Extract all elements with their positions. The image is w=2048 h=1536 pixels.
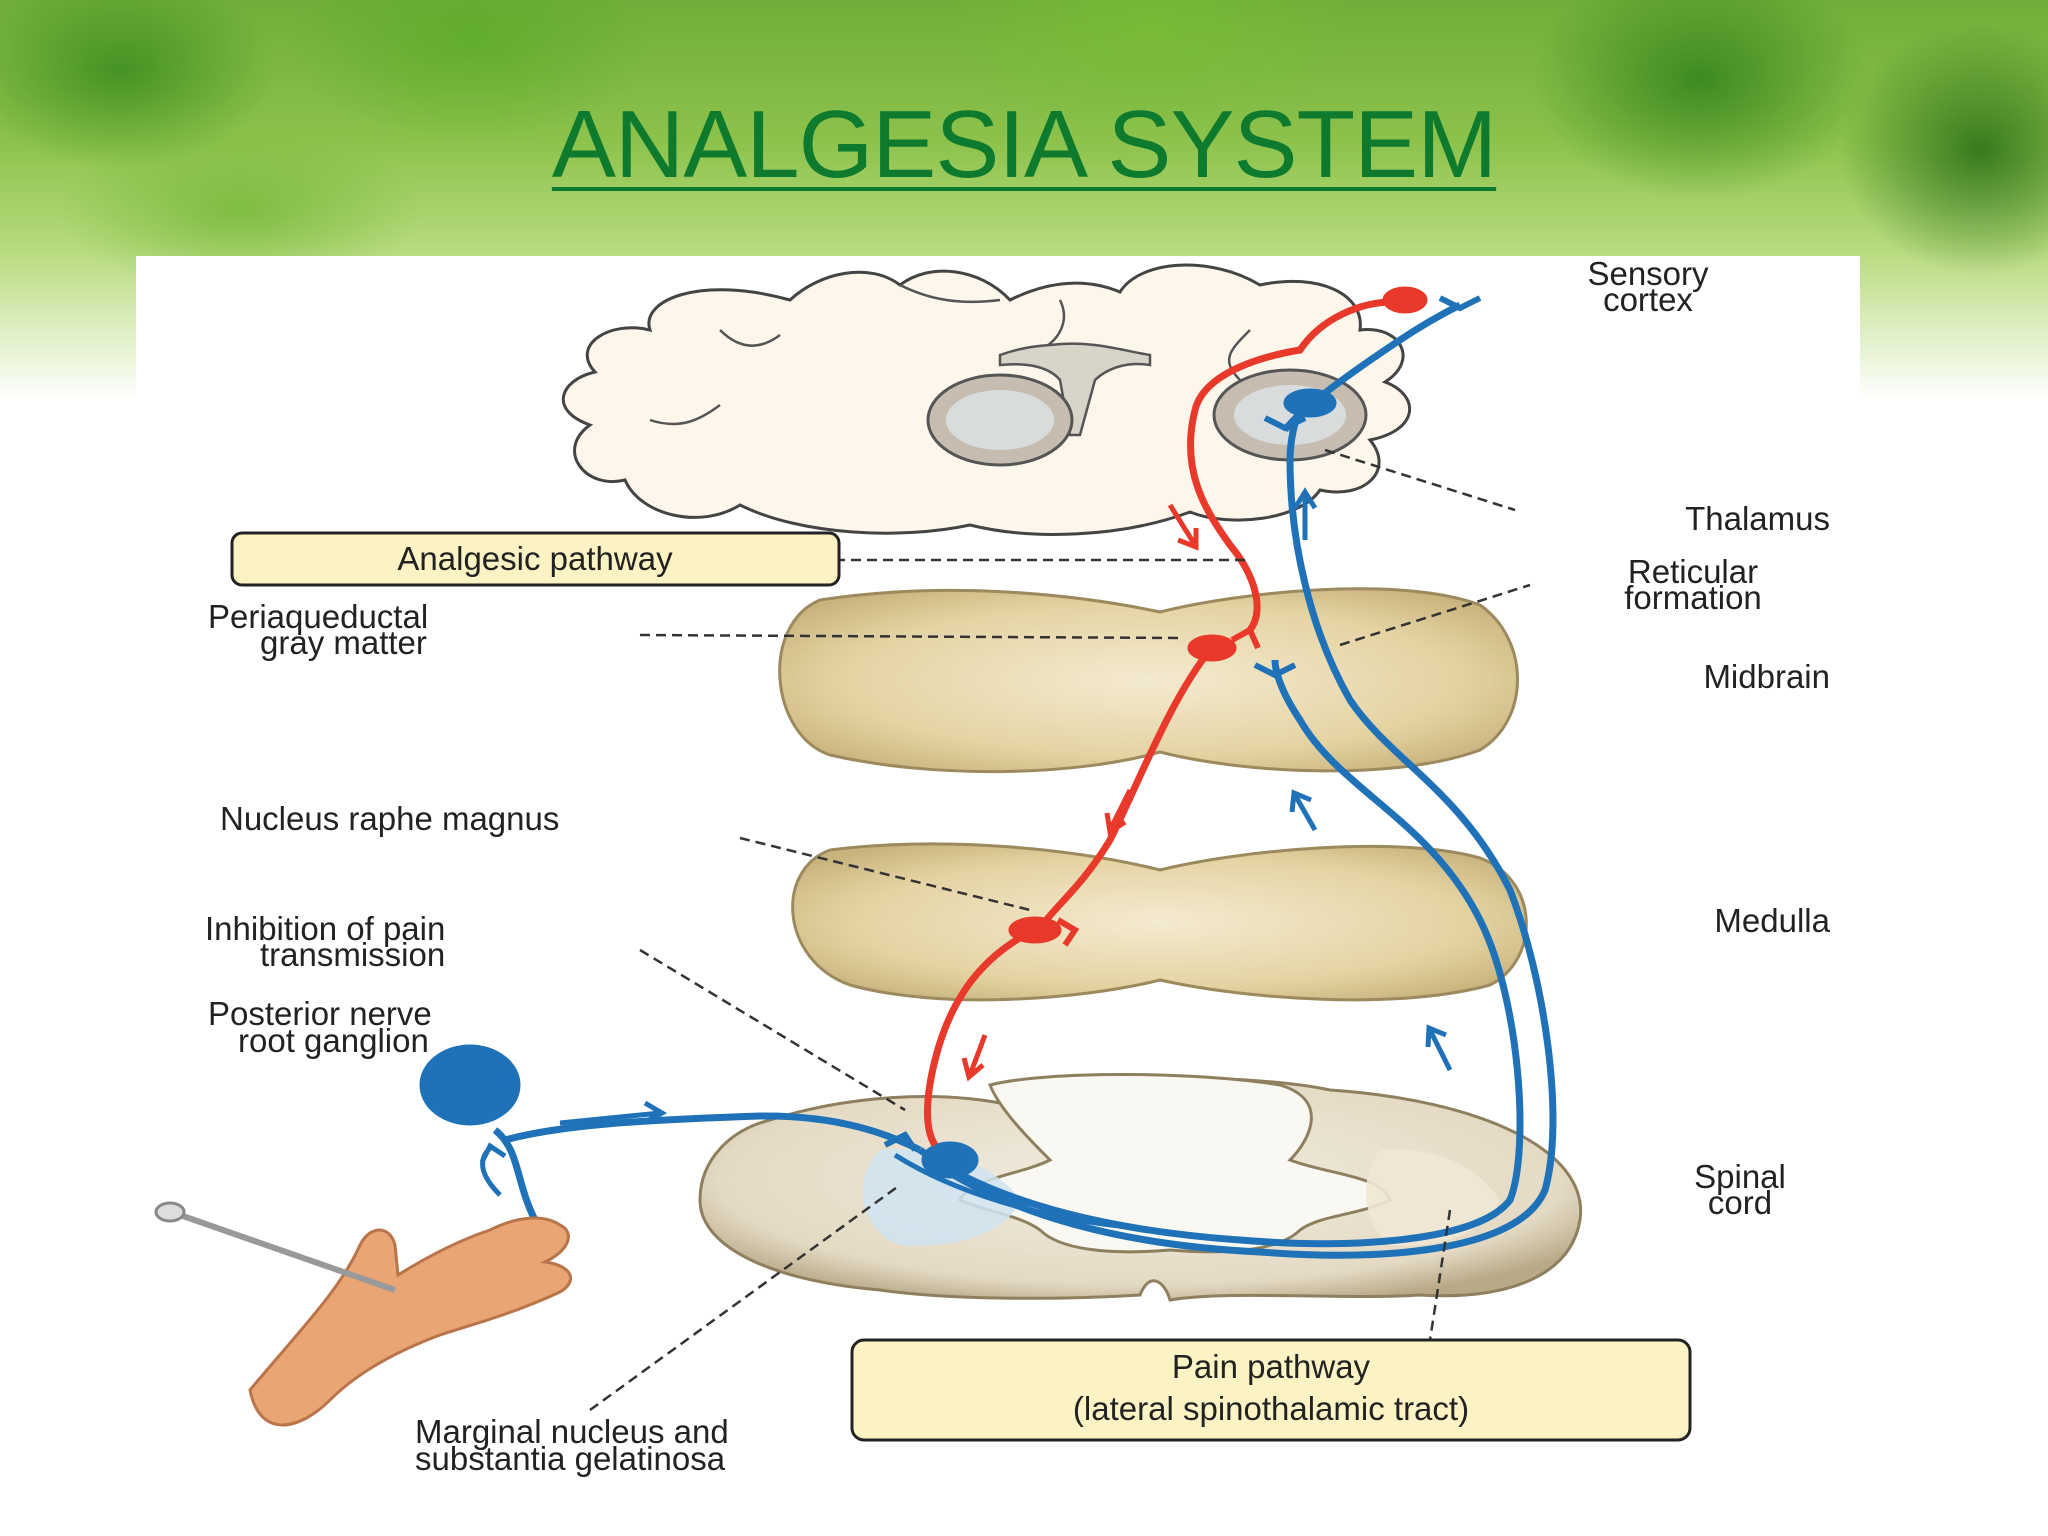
svg-text:(lateral spinothalamic tract): (lateral spinothalamic tract) [1073,1390,1469,1427]
periaqueductal-label-2: gray matter [260,624,427,661]
posterior-nerve-label: Posterior nerve [208,995,432,1032]
svg-text:Pain pathway: Pain pathway [1172,1348,1371,1385]
spinal-cord-label-2: cord [1708,1184,1772,1221]
marginal-nucleus-label-2: substantia gelatinosa [415,1440,726,1477]
reticular-formation-label: Reticular [1628,553,1758,590]
svg-text:Analgesic pathway: Analgesic pathway [397,540,673,577]
spinal-cord-section [698,1073,1583,1302]
midbrain-section [778,587,1519,774]
analgesic-pathway-synapses [1008,286,1428,947]
medulla-section [791,842,1528,1002]
inhibition-label: Inhibition of pain [205,910,445,947]
analgesic-pathway-label: Analgesic pathway [230,531,841,587]
reticular-formation-label-2: formation [1624,579,1762,616]
posterior-nerve-label-2: root ganglion [238,1022,429,1059]
analgesia-diagram: Analgesic pathway Pain pathway (lateral … [136,256,1860,1512]
hand-with-pin [154,1201,573,1427]
analgesic-pathway-arrows [961,503,1199,1082]
marginal-nucleus-label: Marginal nucleus and [415,1413,729,1450]
periaqueductal-label: Periaqueductal [208,598,428,635]
inhibition-label-2: transmission [260,936,445,973]
brain-cross-section [561,263,1411,536]
pain-pathway-label: Pain pathway (lateral spinothalamic trac… [850,1338,1692,1442]
slide-title: ANALGESIA SYSTEM [551,91,1497,198]
thalamus-label: Thalamus [1685,500,1830,537]
nucleus-raphe-magnus-label: Nucleus raphe magnus [220,800,559,837]
leader-lines [589,448,1531,1412]
pain-pathway-synapses [419,295,1482,1179]
sensory-cortex-label-2: cortex [1603,281,1693,318]
pain-pathway-arrows [479,487,1453,1197]
spinal-cord-label: Spinal [1694,1158,1786,1195]
medulla-label: Medulla [1714,902,1830,939]
midbrain-label: Midbrain [1703,658,1830,695]
sensory-cortex-label: Sensory [1587,256,1709,292]
diagram-svg: Analgesic pathway Pain pathway (lateral … [154,256,1831,1477]
